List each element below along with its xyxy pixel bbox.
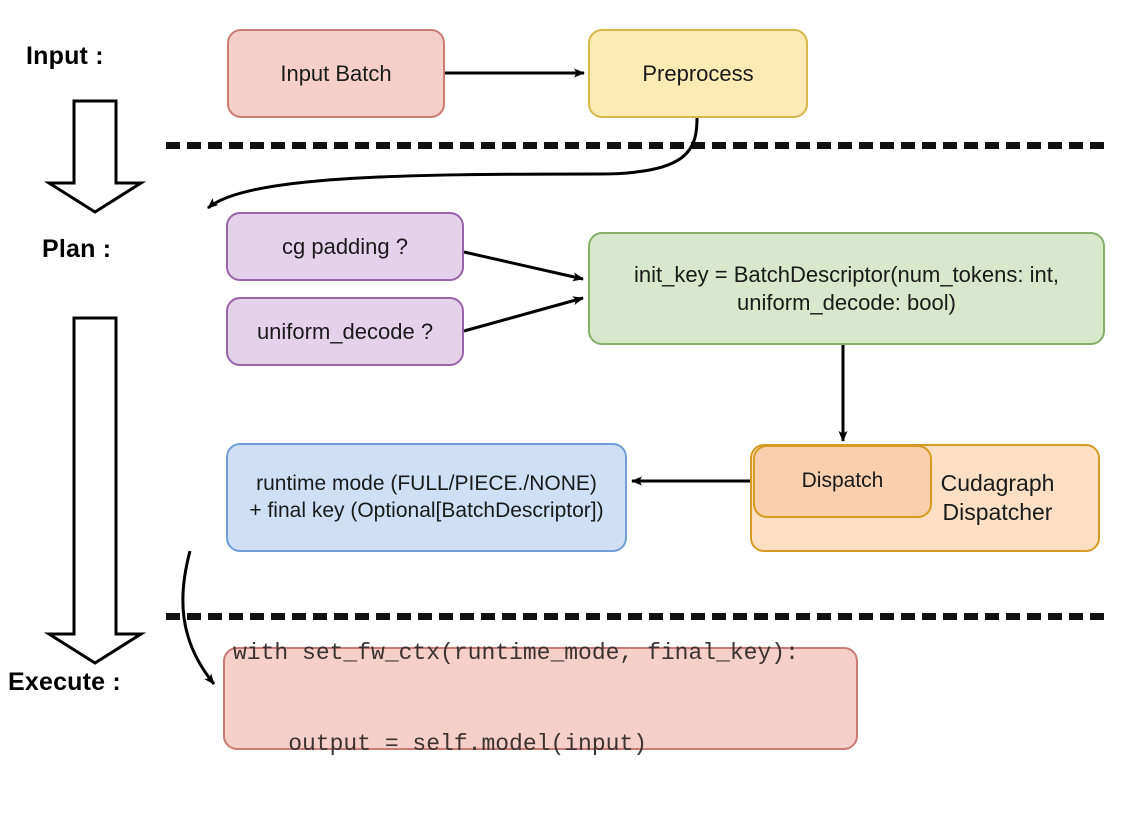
node-dispatch[interactable]: Dispatch [753,445,932,518]
node-preprocess-label: Preprocess [642,60,754,86]
node-dispatch-label: Dispatch [801,469,884,493]
arrow-preprocess-to-cg-padding [207,117,699,210]
node-code-block-line1: with set_fw_ctx(runtime_mode, final_key)… [233,639,799,666]
node-cg-padding[interactable]: cg padding ? [226,212,464,281]
stage-label-plan: Plan : [42,235,112,263]
plan-to-execute-stage-arrow [43,316,147,665]
node-code-block[interactable]: with set_fw_ctx(runtime_mode, final_key)… [223,640,858,757]
stage-label-execute: Execute : [8,668,121,696]
node-runtime-mode-line1: runtime mode (FULL/PIECE./NONE) [256,472,597,496]
node-runtime-mode[interactable]: runtime mode (FULL/PIECE./NONE) + final … [226,443,627,552]
node-input-batch[interactable]: Input Batch [227,29,445,118]
stage-label-input: Input : [26,42,104,70]
node-preprocess[interactable]: Preprocess [588,29,808,118]
input-plan-divider [166,142,1104,149]
node-cudagraph-dispatcher-line2: Dispatcher [942,499,1053,525]
arrow-cg-padding-to-init-key [463,250,584,282]
node-init-key[interactable]: init_key = BatchDescriptor(num_tokens: i… [588,232,1105,345]
diagram-canvas: Input : Plan : Execute : Input Ba [8,29,1105,757]
plan-execute-divider [166,613,1104,620]
node-cg-padding-label: cg padding ? [282,233,408,259]
node-init-key-line2: uniform_decode: bool) [737,289,956,315]
node-uniform-decode-label: uniform_decode ? [256,318,434,344]
node-runtime-mode-line2: + final key (Optional[BatchDescriptor]) [249,498,604,522]
arrow-uniform-decode-to-init-key [463,296,584,333]
node-cudagraph-dispatcher-line1: Cudagraph [940,470,1055,497]
node-uniform-decode[interactable]: uniform_decode ? [226,297,464,366]
input-to-plan-stage-arrow [43,99,147,214]
node-code-block-line2: output = self.model(input) [233,730,648,757]
node-init-key-line1: init_key = BatchDescriptor(num_tokens: i… [634,262,1059,287]
node-input-batch-label: Input Batch [280,60,392,86]
